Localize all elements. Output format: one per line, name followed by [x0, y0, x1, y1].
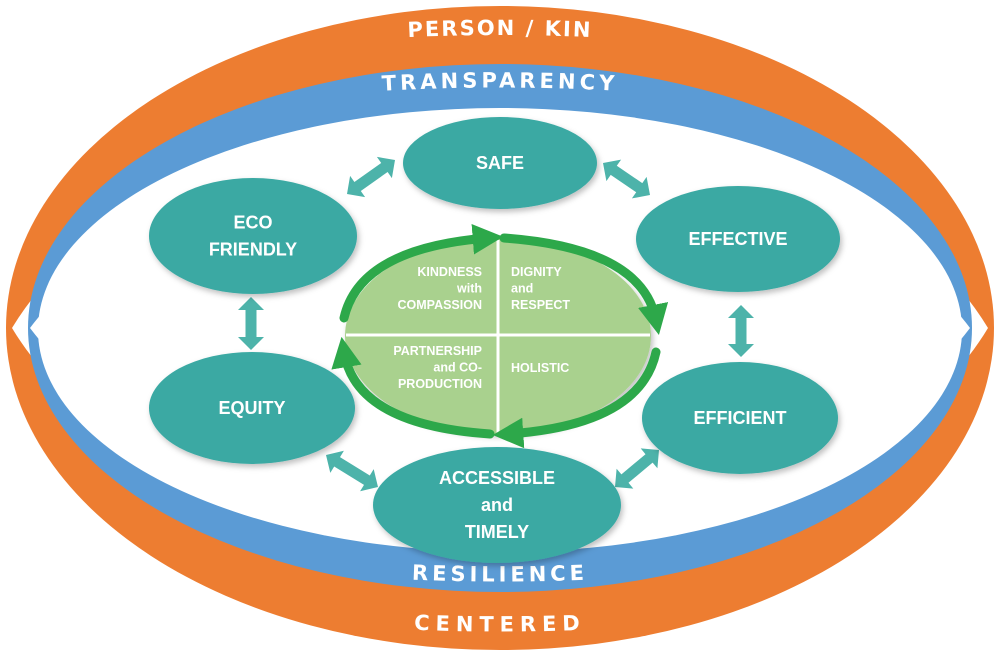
arrow-eco-equity: [238, 297, 264, 350]
connector-arrows: [238, 156, 754, 492]
node-accessible-label: ACCESSIBLE: [439, 468, 555, 488]
node-equity-shape: [149, 352, 355, 464]
core-arrow-bottom-left: [331, 336, 495, 439]
quadrant-partnership-label: PRODUCTION: [398, 377, 482, 391]
node-effective: EFFECTIVE: [636, 186, 840, 292]
node-equity: EQUITY: [149, 352, 355, 464]
quadrant-dignity-label: DIGNITY: [511, 265, 562, 279]
quadrant-holistic-label: HOLISTIC: [511, 361, 569, 375]
outer-nodes: SAFE EFFECTIVE EFFICIENT ACCESSIBLE andTIMEL…: [149, 117, 840, 563]
quadrant-partnership-label: and CO-: [433, 361, 482, 375]
node-eco-friendly: ECO FRIENDLY: [149, 178, 357, 294]
quadrant-kindness-label: KINDNESS: [417, 265, 482, 279]
core-cycle-arrows: [331, 223, 669, 449]
node-effective-shape: [636, 186, 840, 292]
arrow-safe-eco: [347, 156, 395, 198]
quadrant-kindness-label: with: [456, 282, 482, 296]
quadrant-kindness-label: COMPASSION: [398, 298, 483, 312]
node-efficient-shape: [642, 362, 838, 474]
band-label-centered: CENTERED: [414, 611, 586, 637]
node-eco-friendly-shape: [149, 178, 357, 294]
arrow-efficient-accessible: [615, 448, 659, 489]
node-safe-label: SAFE: [476, 153, 524, 173]
band-label-resilience: RESILIENCE: [412, 561, 589, 587]
node-eco-friendly-label: ECO: [233, 213, 272, 233]
core-arrow-top-right: [499, 233, 669, 336]
core-arrow-top-left: [339, 223, 504, 323]
quadrant-dignity-label: RESPECT: [511, 298, 570, 312]
band-label-person-kin: PERSON / KIN: [407, 16, 593, 42]
node-accessible-shape: [373, 447, 621, 563]
node-safe-shape: [403, 117, 597, 209]
arrow-effective-efficient: [728, 305, 754, 357]
node-efficient-label: EFFICIENT: [694, 408, 787, 428]
node-safe: SAFE: [403, 117, 597, 209]
quadrant-partnership-label: PARTNERSHIP: [393, 344, 482, 358]
node-accessible-label: and: [481, 495, 513, 515]
node-efficient: EFFICIENT: [642, 362, 838, 474]
core-arrow-bottom-right: [492, 347, 661, 449]
node-accessible-label: TIMELY: [465, 522, 529, 542]
node-eco-friendly-label: FRIENDLY: [209, 240, 297, 260]
node-effective-label: EFFECTIVE: [688, 229, 787, 249]
quadrant-dignity-label: and: [511, 282, 533, 296]
arrow-safe-effective: [603, 159, 650, 199]
node-equity-label: EQUITY: [218, 398, 285, 418]
band-label-transparency: TRANSPARENCY: [381, 68, 619, 95]
arrow-equity-accessible: [326, 450, 378, 492]
